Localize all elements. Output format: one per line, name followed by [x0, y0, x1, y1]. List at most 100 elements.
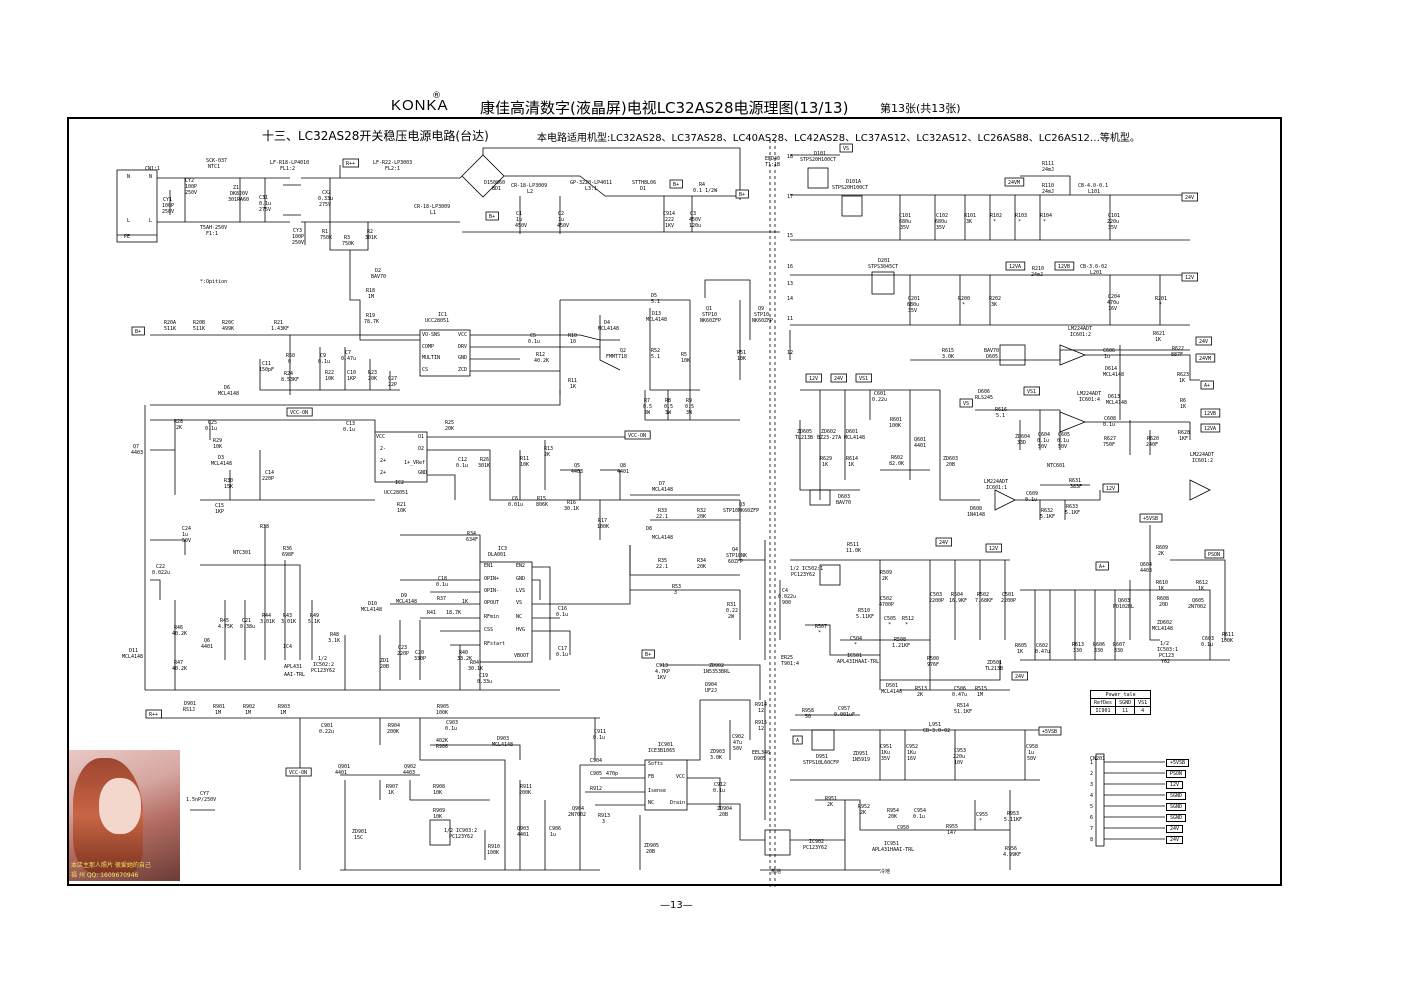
component-label: 5.1KF — [1065, 510, 1080, 516]
component-label: C7 — [345, 350, 351, 356]
applicable-models: 本电路适用机型:LC32AS28、LC37AS28、LC40AS28、LC42A… — [537, 133, 1140, 144]
component-label: 1KP — [347, 376, 356, 382]
component-label: R956 — [1005, 846, 1017, 852]
component-label: C952 — [906, 744, 918, 750]
component-label: 20B — [380, 664, 389, 670]
component-label: 10K — [433, 790, 442, 796]
component-label: 4401 — [201, 644, 213, 650]
component-label: 1u — [1028, 750, 1034, 756]
component-label: R28 — [174, 419, 183, 425]
component-label: R20C — [222, 320, 234, 326]
component-label: 17 — [787, 194, 793, 200]
net-tag: 12V — [1102, 483, 1120, 493]
net-tag: VS — [959, 398, 973, 408]
connector-pin-net: SGND — [1166, 803, 1187, 811]
component-label: UCC28051 — [384, 490, 408, 496]
component-label: R10 — [568, 333, 577, 339]
net-tag: VCC-ON — [624, 430, 651, 440]
component-label: MCL4148 — [218, 391, 239, 397]
component-label: 0.1u — [1037, 438, 1049, 444]
component-label: IC1 — [438, 312, 447, 318]
power-table-title: Power tale — [1089, 690, 1152, 699]
net-tag-box — [1038, 726, 1062, 736]
component-label: 0.1u — [436, 582, 448, 588]
net-tag: 12VA — [1005, 261, 1026, 271]
component-label: * — [1043, 219, 1046, 225]
connector-pin-number: 1 — [1090, 760, 1094, 766]
component-label: UCC28051 — [425, 318, 449, 324]
net-tag: A+ — [1095, 561, 1109, 571]
component-label: 120u — [689, 223, 701, 229]
component-label: R507 — [815, 624, 827, 630]
component-label: C3 — [690, 211, 696, 217]
component-label: 3W — [665, 410, 672, 416]
component-label: 0.1u — [343, 427, 355, 433]
component-label: D608 — [970, 506, 982, 512]
component-label: R53 — [672, 584, 681, 590]
component-label: CS — [422, 367, 428, 373]
component-label: 250V — [162, 209, 174, 215]
net-tag: 12VB — [1200, 408, 1221, 418]
component-label: R19 — [366, 313, 375, 319]
net-tag-box — [624, 430, 651, 440]
component-label: LM224ADT — [1068, 326, 1092, 332]
component-label: 0.022u — [152, 570, 170, 576]
component-label: R1 — [322, 229, 328, 235]
component-label: 10K — [520, 462, 529, 468]
component-label: R20B — [193, 320, 205, 326]
component-label: 3W — [644, 410, 651, 416]
component-label: 35V — [936, 225, 945, 231]
component-label: 680u — [935, 219, 947, 225]
connector-pin-number: 5 — [1090, 804, 1094, 810]
component-label: PC123Y62 — [803, 845, 827, 851]
component-label: 0.1u — [593, 735, 605, 741]
component-label: 330 — [1094, 648, 1103, 654]
component-label: MCL4148 — [881, 689, 902, 695]
component-label: ER25 — [781, 655, 793, 661]
component-label: 0.22u — [872, 397, 887, 403]
component-label: C201 — [908, 296, 920, 302]
component-label: 30.1K — [468, 666, 483, 672]
component-label: 20K — [697, 514, 706, 520]
component-label: R8 — [665, 398, 671, 404]
component-label: 3.1K — [328, 638, 340, 644]
component-label: 100K — [487, 850, 499, 856]
component-label: CY3 — [293, 228, 302, 234]
component-label: N — [149, 174, 152, 180]
component-label: 13 — [787, 281, 793, 287]
component-label: * — [979, 818, 982, 824]
net-tag-box — [735, 189, 749, 199]
component-label: R903 — [278, 704, 290, 710]
net-tag-box — [1181, 272, 1199, 282]
component-label: TL213B — [985, 666, 1003, 672]
component-label: Q4 — [732, 547, 738, 553]
component-label: CB-3.0-02 — [923, 728, 950, 734]
component-label: R101 — [964, 213, 976, 219]
component-label: R622 — [1172, 346, 1184, 352]
component-label: ZD604 — [1015, 434, 1030, 440]
component-label: COMP — [422, 344, 434, 350]
component-label: R631 — [1069, 478, 1081, 484]
component-label: 4403 — [131, 450, 143, 456]
net-tag-box — [935, 537, 953, 547]
component-label: EFD40 — [765, 156, 780, 162]
component-label: 301RA60 — [228, 197, 249, 203]
net-tag-label: B+ — [645, 652, 651, 658]
component-label: D951 — [816, 754, 828, 760]
net-tag-label: VS — [843, 146, 849, 152]
component-label: R954 — [887, 808, 899, 814]
component-label: Q601 — [914, 437, 926, 443]
component-label: R12 — [536, 352, 545, 358]
component-label: C21 — [242, 618, 251, 624]
connector-name: CN201 — [1090, 756, 1106, 762]
component-label: R513 — [915, 686, 927, 692]
component-label: C954 — [914, 808, 926, 814]
component-label: C6 — [512, 496, 518, 502]
component-label: R608 — [1157, 596, 1169, 602]
component-label: CSS — [484, 627, 493, 633]
component-label: R909 — [433, 808, 445, 814]
component-label: SCK-037 — [206, 158, 227, 164]
